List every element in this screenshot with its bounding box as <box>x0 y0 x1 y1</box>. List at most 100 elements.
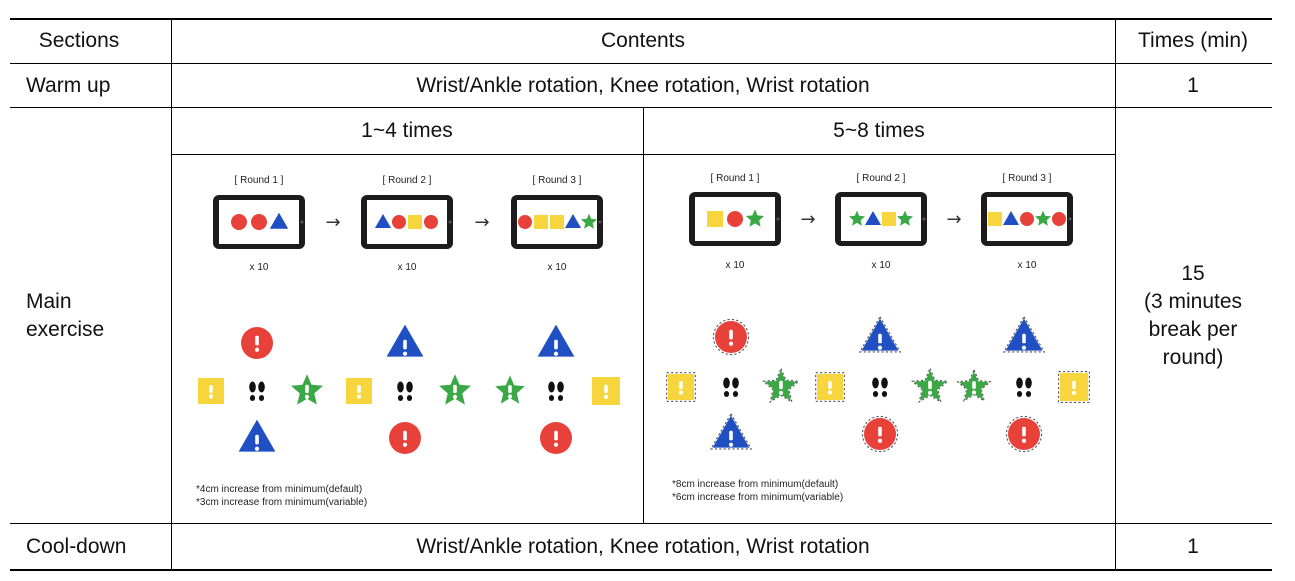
left-marker-bottom-3 <box>540 422 572 454</box>
left-marker-right-1 <box>291 374 323 405</box>
right-round-1-label: [ Round 1 ] <box>710 173 760 184</box>
right-marker-bottom-2 <box>861 415 899 453</box>
left-marker-left-1 <box>198 378 224 404</box>
header-sections: Sections <box>38 29 120 52</box>
left-marker-top-2 <box>386 324 424 357</box>
right-marker-top-3 <box>1002 315 1046 353</box>
subcol-divider <box>643 107 644 523</box>
right-tablet-1-shape-2 <box>727 211 743 227</box>
left-tablet-2-shape-3 <box>408 215 422 229</box>
left-tablet-3-shape-1 <box>518 215 532 229</box>
left-round-1-label: [ Round 1 ] <box>234 175 284 186</box>
right-footprints-1 <box>723 377 739 397</box>
right-marker-left-3 <box>956 368 992 402</box>
left-tablet-3-shape-4 <box>564 213 582 228</box>
right-marker-right-3 <box>1058 371 1090 403</box>
main-col1-title: 1~4 times <box>361 119 453 142</box>
right-marker-left-2 <box>815 372 845 402</box>
right-tablet-1-shape-1 <box>707 211 723 227</box>
right-marker-right-1 <box>762 367 800 404</box>
left-reps-1: x 10 <box>249 262 269 273</box>
right-marker-top-2 <box>858 315 902 353</box>
right-tablet-3-shape-2 <box>1002 210 1020 225</box>
right-tablet-2-shape-4 <box>897 210 913 226</box>
main-time-line2: (3 minutes <box>1143 290 1243 313</box>
right-round-2-label: [ Round 2 ] <box>856 173 906 184</box>
right-arrow-1: → <box>800 209 815 230</box>
right-reps-3: x 10 <box>1017 260 1037 271</box>
table-bottom-rule <box>10 569 1272 571</box>
left-marker-bottom-2 <box>389 422 421 454</box>
right-tablet-3-shape-5 <box>1052 212 1066 226</box>
header-rule <box>10 63 1272 64</box>
left-arrow-2: → <box>474 212 489 233</box>
right-reps-2: x 10 <box>871 260 891 271</box>
left-round-3-label: [ Round 3 ] <box>532 175 582 186</box>
left-tablet-2 <box>361 195 453 249</box>
right-tablet-2 <box>835 192 927 246</box>
left-marker-left-3 <box>495 375 525 404</box>
right-tablet-3-shape-4 <box>1035 210 1051 226</box>
left-footprints-3 <box>548 381 564 401</box>
right-marker-top-1 <box>712 318 750 356</box>
left-tablet-3-shape-3 <box>550 215 564 229</box>
main-rule <box>10 523 1272 524</box>
cooldown-contents: Wrist/Ankle rotation, Knee rotation, Wri… <box>416 535 870 558</box>
left-marker-right-3 <box>592 377 620 405</box>
left-tablet-3-shape-5 <box>581 213 597 229</box>
left-footprints-2 <box>397 381 413 401</box>
left-arrow-1: → <box>325 212 340 233</box>
left-round-2-label: [ Round 2 ] <box>382 175 432 186</box>
left-marker-right-2 <box>439 374 471 405</box>
warmup-time: 1 <box>1187 74 1199 97</box>
col-divider-1 <box>171 18 172 570</box>
right-footprints-3 <box>1016 377 1032 397</box>
right-marker-right-2 <box>911 367 949 404</box>
right-marker-bottom-1 <box>709 412 753 450</box>
right-reps-1: x 10 <box>725 260 745 271</box>
left-tablet-2-shape-2 <box>392 215 406 229</box>
right-round-3-label: [ Round 3 ] <box>1002 173 1052 184</box>
right-tablet-2-shape-3 <box>882 212 896 226</box>
main-section-line1: Main <box>26 290 72 313</box>
left-marker-left-2 <box>346 378 372 404</box>
left-reps-2: x 10 <box>397 262 417 273</box>
left-tablet-3-shape-2 <box>534 215 548 229</box>
right-tablet-2-shape-1 <box>849 210 865 226</box>
right-footprints-2 <box>872 377 888 397</box>
right-tablet-1-shape-3 <box>745 209 765 227</box>
left-tablet-2-shape-4 <box>424 215 438 229</box>
warmup-contents: Wrist/Ankle rotation, Knee rotation, Wri… <box>416 74 870 97</box>
cooldown-section: Cool-down <box>26 535 127 558</box>
header-times: Times (min) <box>1137 29 1249 52</box>
main-time-line1: 15 <box>1181 262 1205 285</box>
left-reps-3: x 10 <box>547 262 567 273</box>
left-tablet-1-shape-2 <box>251 214 267 230</box>
left-marker-top-1 <box>241 327 273 359</box>
col-divider-2 <box>1115 18 1116 570</box>
main-time-line3: break per <box>1148 318 1238 341</box>
right-note-1: *8cm increase from minimum(default) <box>672 479 839 490</box>
left-marker-top-3 <box>537 324 575 357</box>
left-tablet-2-shape-1 <box>374 213 392 228</box>
right-marker-left-1 <box>666 372 696 402</box>
left-note-1: *4cm increase from minimum(default) <box>196 484 363 495</box>
main-section-line2: exercise <box>26 318 105 341</box>
left-footprints-1 <box>249 381 265 401</box>
left-tablet-1-shape-3 <box>269 212 289 229</box>
table-top-rule <box>10 18 1272 20</box>
right-tablet-3-shape-3 <box>1020 212 1034 226</box>
left-note-2: *3cm increase from minimum(variable) <box>196 497 368 508</box>
warmup-rule <box>10 107 1272 108</box>
right-arrow-2: → <box>946 209 961 230</box>
main-col2-title: 5~8 times <box>833 119 925 142</box>
main-time-line4: round) <box>1162 346 1224 369</box>
left-tablet-1-shape-1 <box>231 214 247 230</box>
cooldown-time: 1 <box>1187 535 1199 558</box>
right-marker-bottom-3 <box>1005 415 1043 453</box>
right-tablet-2-shape-2 <box>864 210 882 225</box>
right-note-2: *6cm increase from minimum(variable) <box>672 492 844 503</box>
header-contents: Contents <box>600 29 686 52</box>
left-marker-bottom-1 <box>238 419 276 452</box>
